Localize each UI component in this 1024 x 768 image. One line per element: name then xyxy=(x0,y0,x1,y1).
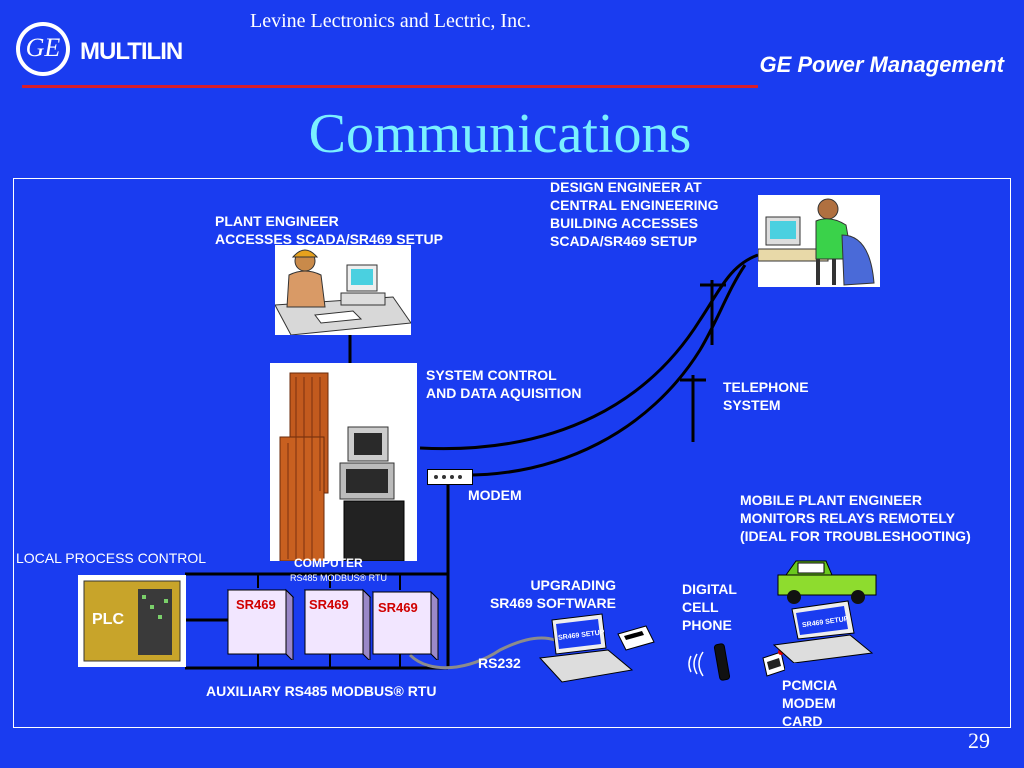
telephone-label: TELEPHONE SYSTEM xyxy=(723,378,809,414)
modem-device-icon xyxy=(427,469,473,485)
cell-phone-illustration xyxy=(685,640,786,684)
rs232-label: RS232 xyxy=(478,655,521,671)
cell-phone-icon xyxy=(688,643,786,681)
relay-label-2: SR469 xyxy=(309,597,349,612)
digital-cell-line-2: CELL xyxy=(682,599,719,615)
ge-logo: GE xyxy=(16,22,70,76)
digital-cell-line-3: PHONE xyxy=(682,617,732,633)
scada-computer-illustration xyxy=(270,363,417,562)
company-name: Levine Lectronics and Lectric, Inc. xyxy=(250,10,531,32)
mobile-line-3: (IDEAL FOR TROUBLESHOOTING) xyxy=(740,528,971,544)
telephone-line-2: SYSTEM xyxy=(723,397,781,413)
design-engineer-illustration xyxy=(757,195,880,287)
rs485-rtu-label: RS485 MODBUS® RTU xyxy=(290,573,387,583)
upgrading-line-2: SR469 SOFTWARE xyxy=(489,595,616,611)
plant-engineer-line-2: ACCESSES SCADA/SR469 SETUP xyxy=(215,231,443,247)
brand-name: MULTILIN xyxy=(80,38,183,65)
mobile-engineer-illustration: SR469 SETUP xyxy=(770,553,880,664)
scada-line-1: SYSTEM CONTROL xyxy=(426,367,557,383)
laptop-icon xyxy=(538,613,655,683)
mobile-line-2: MONITORS RELAYS REMOTELY xyxy=(740,510,955,526)
plc-illustration: PLC xyxy=(78,575,186,667)
pcmcia-line-2: MODEM xyxy=(782,695,836,711)
design-engineer-line-3: BUILDING ACCESSES xyxy=(550,215,699,231)
plant-engineer-label: PLANT ENGINEER ACCESSES SCADA/SR469 SETU… xyxy=(215,212,443,248)
upgrading-line-1: UPGRADING xyxy=(530,577,616,593)
page-number: 29 xyxy=(968,728,990,753)
upgrading-label: UPGRADING SR469 SOFTWARE xyxy=(470,576,616,612)
relay-label-1: SR469 xyxy=(236,597,276,612)
digital-cell-label: DIGITAL CELL PHONE xyxy=(682,580,737,634)
plc-rack-icon xyxy=(83,580,181,662)
plant-engineer-line-1: PLANT ENGINEER xyxy=(215,213,339,229)
auxiliary-label: AUXILIARY RS485 MODBUS® RTU xyxy=(206,683,437,699)
computer-label: COMPUTER xyxy=(294,556,363,570)
header-rule xyxy=(22,85,758,88)
plant-engineer-illustration xyxy=(274,245,412,336)
page-title: Communications xyxy=(308,103,692,165)
phone-line-modem xyxy=(454,264,747,477)
mobile-engineer-label: MOBILE PLANT ENGINEER MONITORS RELAYS RE… xyxy=(740,491,971,545)
engineer-at-computer-icon xyxy=(274,249,412,336)
design-engineer-label: DESIGN ENGINEER AT CENTRAL ENGINEERING B… xyxy=(550,178,719,250)
tagline: GE Power Management xyxy=(759,52,1004,77)
truck-laptop-icon xyxy=(772,560,877,664)
pcmcia-line-1: PCMCIA xyxy=(782,677,838,693)
local-process-label: LOCAL PROCESS CONTROL xyxy=(16,550,207,566)
mobile-line-1: MOBILE PLANT ENGINEER xyxy=(740,492,923,508)
digital-cell-line-1: DIGITAL xyxy=(682,581,737,597)
scada-label: SYSTEM CONTROL AND DATA AQUISITION xyxy=(426,366,582,402)
relay-label-3: SR469 xyxy=(378,600,418,615)
scada-cabinet-icon xyxy=(279,372,405,562)
engineer-at-desk-icon xyxy=(757,198,875,286)
modem-label: MODEM xyxy=(468,487,522,503)
rs232-cable xyxy=(408,636,556,670)
ge-logo-inner xyxy=(20,26,66,72)
phone-line-scada xyxy=(419,253,759,451)
plc-label: PLC xyxy=(92,611,124,628)
scada-line-2: AND DATA AQUISITION xyxy=(426,385,582,401)
pcmcia-label: PCMCIA MODEM CARD xyxy=(782,676,837,730)
design-engineer-line-2: CENTRAL ENGINEERING xyxy=(550,197,719,213)
relay-boxes xyxy=(226,588,440,660)
telephone-poles xyxy=(680,280,726,442)
pcmcia-line-3: CARD xyxy=(782,713,823,729)
telephone-line-1: TELEPHONE xyxy=(723,379,809,395)
ge-logo-text: GE xyxy=(25,33,61,62)
laptop-setup-illustration: SR469 SETUP xyxy=(538,612,658,684)
design-engineer-line-1: DESIGN ENGINEER AT xyxy=(550,179,702,195)
design-engineer-line-4: SCADA/SR469 SETUP xyxy=(550,233,698,249)
diagram-frame xyxy=(13,178,1011,728)
